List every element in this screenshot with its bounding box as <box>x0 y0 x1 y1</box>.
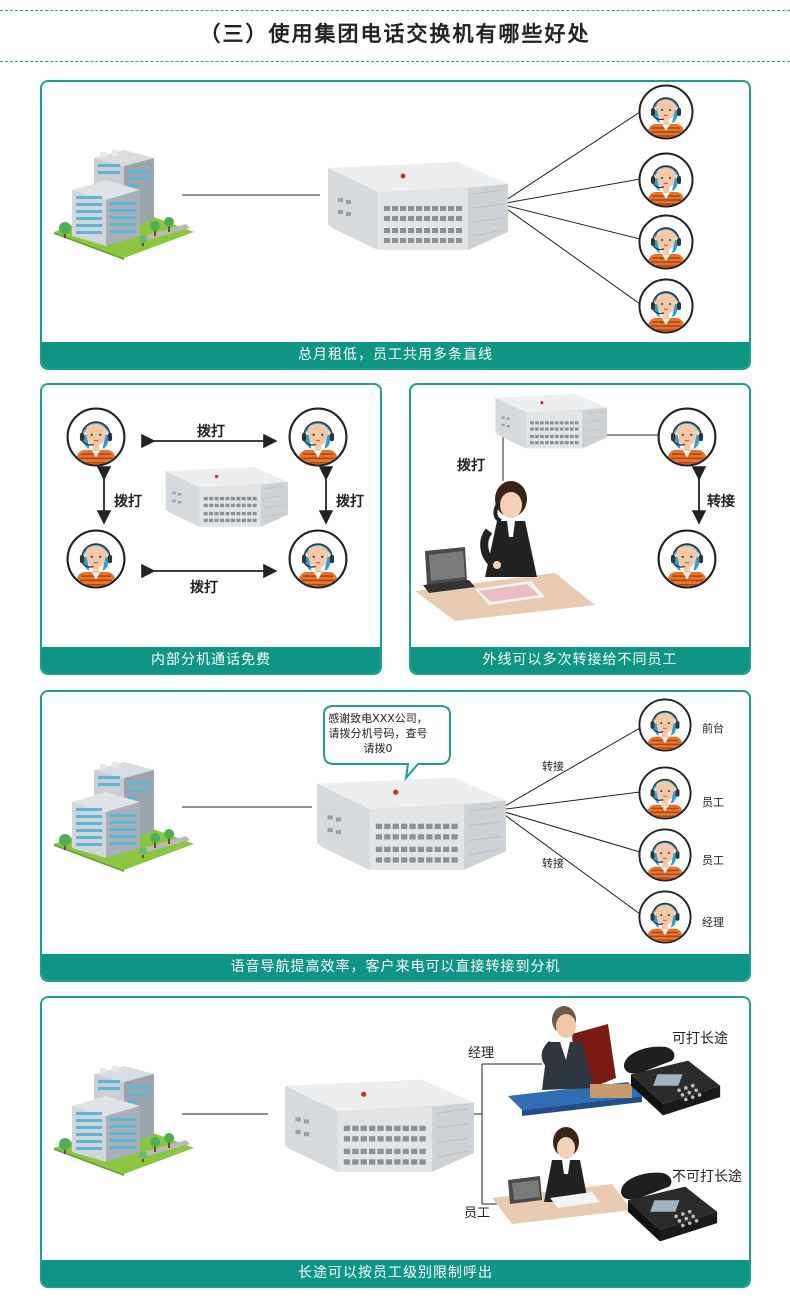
panel-internal-calls: 拨打 拨打 拨打 拨打 内部分机通话免费 <box>40 383 382 675</box>
operator-avatar-icon <box>659 531 716 592</box>
desk-phone-icon <box>623 1046 721 1116</box>
staff-label: 员工 <box>702 796 724 809</box>
pbx-switch-icon <box>495 393 607 449</box>
staff-label: 员工 <box>702 854 724 867</box>
panel-internal-calls-diagram <box>42 385 382 649</box>
operator-avatar-icon <box>640 216 693 273</box>
operator-avatar-icon <box>640 154 693 211</box>
call-label: 拨打 <box>336 494 364 510</box>
panel-long-distance: 经理 员工 可打长途 不可打长途 长途可以按员工级别限制呼出 <box>40 996 751 1288</box>
staff-label: 前台 <box>702 722 724 735</box>
operator-avatar-icon <box>68 409 125 470</box>
panel-caption: 总月租低，员工共用多条直线 <box>42 342 749 368</box>
panel-caption: 语音导航提高效率，客户来电可以直接转接到分机 <box>42 954 749 980</box>
office-building-icon <box>54 150 194 260</box>
panel-voice-navigation-diagram <box>54 692 751 956</box>
office-building-icon <box>54 762 194 872</box>
call-label: 拨打 <box>114 494 142 510</box>
permission-label: 不可打长途 <box>672 1169 742 1185</box>
panel-caption: 内部分机通话免费 <box>42 647 380 673</box>
transfer-label: 转接 <box>542 857 564 870</box>
operator-avatar-icon <box>639 829 690 883</box>
pbx-switch-icon <box>284 1078 474 1173</box>
panel-long-distance-diagram <box>54 1006 721 1242</box>
operator-avatar-icon <box>640 86 693 143</box>
page-title: （三）使用集团电话交换机有哪些好处 <box>199 22 591 46</box>
transfer-label: 转接 <box>707 494 735 510</box>
operator-avatar-icon <box>290 531 347 592</box>
panel-caption: 外线可以多次转接给不同员工 <box>411 647 749 673</box>
role-label: 员工 <box>464 1206 491 1221</box>
pbx-switch-icon <box>165 466 288 528</box>
speech-bubble <box>323 705 451 782</box>
operator-avatar-icon <box>640 280 693 337</box>
operator-avatar-icon <box>639 891 690 945</box>
transfer-label: 转接 <box>542 760 564 773</box>
operator-avatar-icon <box>659 409 716 470</box>
receptionist-desk-icon <box>415 481 595 621</box>
permission-label: 可打长途 <box>672 1031 728 1047</box>
call-label: 拨打 <box>190 580 218 596</box>
operator-avatar-icon <box>639 767 690 821</box>
panel-caption: 长途可以按员工级别限制呼出 <box>42 1260 749 1286</box>
employee-desk-icon <box>492 1127 718 1242</box>
operator-avatar-icon <box>290 409 347 470</box>
pbx-switch-icon <box>316 776 506 871</box>
panel-multi-transfer: 拨打 转接 外线可以多次转接给不同员工 <box>409 383 751 675</box>
role-label: 经理 <box>468 1046 495 1061</box>
panel-shared-lines-diagram <box>54 82 751 344</box>
pbx-switch-icon <box>327 162 508 251</box>
call-label: 拨打 <box>457 458 485 474</box>
staff-label: 经理 <box>702 916 724 929</box>
office-building-icon <box>54 1066 194 1176</box>
operator-avatar-icon <box>639 699 690 753</box>
voice-greeting-text: 感谢致电XXX公司， 请拨分机号码，查号 请拨0 <box>328 712 428 755</box>
manager-desk-icon <box>508 1006 721 1116</box>
call-label: 拨打 <box>197 424 225 440</box>
panel-shared-lines: 总月租低，员工共用多条直线 <box>40 80 751 370</box>
panel-multi-transfer-diagram <box>411 393 751 649</box>
operator-avatar-icon <box>68 531 125 592</box>
panel-voice-navigation: 转接 转接 前台 员工 员工 经理 语音导航提高效率，客户来电可以直接转接到分机 <box>40 690 751 982</box>
